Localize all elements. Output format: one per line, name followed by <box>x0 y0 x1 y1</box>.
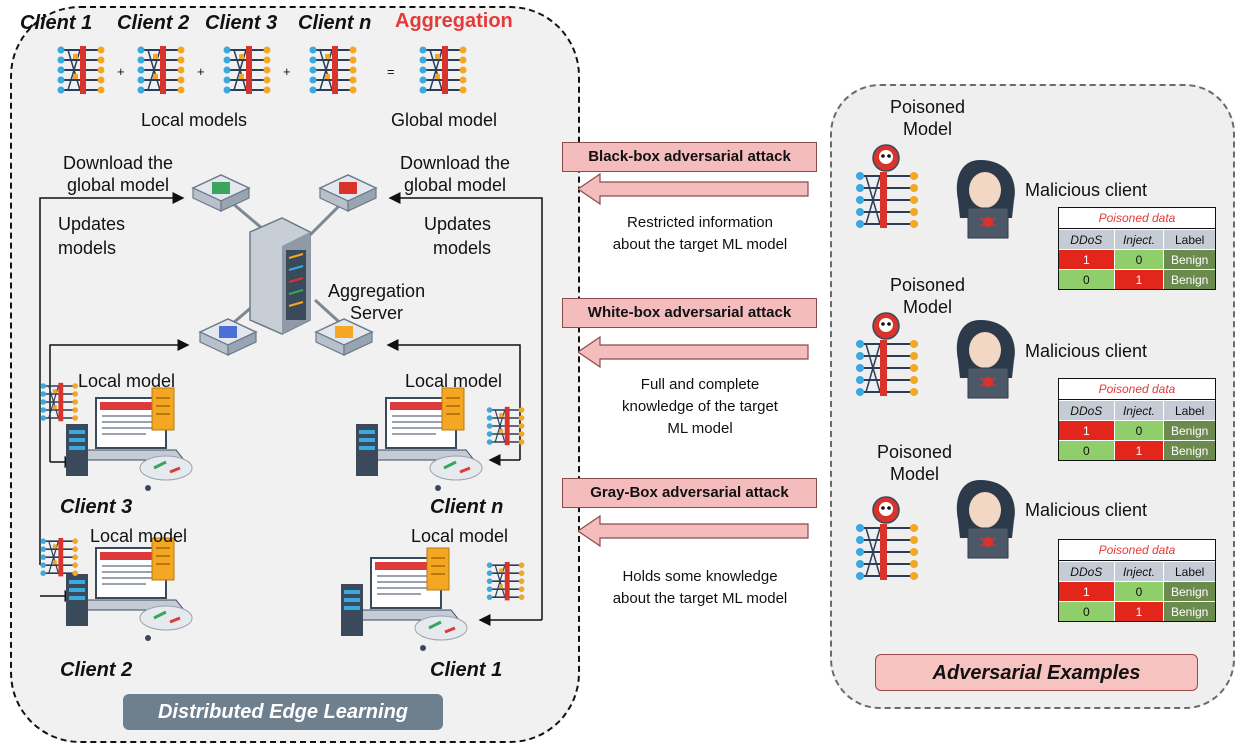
plus-sign-1: + <box>117 64 125 79</box>
server-topology <box>39 174 543 626</box>
cell: Benign <box>1164 581 1215 601</box>
aggregation-header: Aggregation <box>395 10 513 32</box>
cell: 1 <box>1114 601 1165 621</box>
header-ddos: DDoS <box>1059 561 1115 581</box>
cell: 0 <box>1114 581 1165 601</box>
cell: 0 <box>1114 249 1165 269</box>
white-box-arrow <box>578 335 809 369</box>
white-box-attack-box: White-box adversarial attack <box>562 298 817 328</box>
header-client-1: Client 1 <box>20 12 93 34</box>
header-client-n: Client n <box>298 12 372 34</box>
cell: Benign <box>1164 440 1215 460</box>
header-client-3: Client 3 <box>205 12 278 34</box>
gray-box-arrow <box>578 514 809 548</box>
updates-models-right: Updates models <box>424 214 492 258</box>
cell: Benign <box>1164 420 1215 440</box>
cell: 1 <box>1114 440 1165 460</box>
cell: 0 <box>1114 420 1165 440</box>
local-model-label-bl: Local model <box>90 526 188 546</box>
poisoned-model-label-3: Poisoned Model <box>877 442 953 484</box>
cell: Benign <box>1164 249 1215 269</box>
header-client-2: Client 2 <box>117 12 190 34</box>
updates-models-left: Updates models <box>58 214 126 258</box>
local-model-label-tr: Local model <box>405 371 503 391</box>
poisoned-models-figures <box>855 144 1016 581</box>
plus-sign-2: + <box>197 64 205 79</box>
equals-sign: = <box>387 64 395 79</box>
table-caption: Poisoned data <box>1059 540 1215 561</box>
aggregation-server-label: Aggregation Server <box>328 281 426 323</box>
cell: Benign <box>1164 269 1215 289</box>
cell: 0 <box>1059 269 1115 289</box>
header-inject: Inject. <box>1114 561 1165 581</box>
header-ddos: DDoS <box>1059 400 1115 420</box>
download-global-left: Download the global model <box>62 153 174 195</box>
header-ddos: DDoS <box>1059 229 1115 249</box>
white-box-desc: Full and complete knowledge of the targe… <box>622 376 778 437</box>
cell: 1 <box>1114 269 1165 289</box>
local-model-label-br: Local model <box>411 526 509 546</box>
poisoned-model-label-1: Poisoned Model <box>890 97 966 139</box>
client-2-label: Client 2 <box>60 659 133 681</box>
malicious-client-label-3: Malicious client <box>1025 500 1148 520</box>
table-caption: Poisoned data <box>1059 379 1215 400</box>
global-model-label: Global model <box>391 110 498 130</box>
header-inject: Inject. <box>1114 229 1165 249</box>
header-label: Label <box>1164 229 1215 249</box>
client-n-label: Client n <box>430 496 504 518</box>
gray-box-desc: Holds some knowledge about the target ML… <box>612 568 788 607</box>
plus-sign-3: + <box>283 64 291 79</box>
gray-box-attack-box: Gray-Box adversarial attack <box>562 478 817 508</box>
cell: Benign <box>1164 601 1215 621</box>
client-3-label: Client 3 <box>60 496 133 518</box>
cell: 1 <box>1059 249 1115 269</box>
malicious-client-label-1: Malicious client <box>1025 180 1148 200</box>
header-label: Label <box>1164 400 1215 420</box>
black-box-arrow <box>578 172 809 206</box>
local-models-label: Local models <box>141 110 248 130</box>
local-model-label-tl: Local model <box>78 371 176 391</box>
cell: 1 <box>1059 581 1115 601</box>
table-caption: Poisoned data <box>1059 208 1215 229</box>
black-box-attack-box: Black-box adversarial attack <box>562 142 817 172</box>
client-1-label: Client 1 <box>430 659 503 681</box>
black-box-desc: Restricted information about the target … <box>612 214 788 253</box>
cell: 1 <box>1059 420 1115 440</box>
malicious-client-label-2: Malicious client <box>1025 341 1148 361</box>
header-inject: Inject. <box>1114 400 1165 420</box>
client-workstations <box>39 381 526 653</box>
download-global-right: Download the global model <box>399 153 511 195</box>
model-sum-row <box>56 45 468 95</box>
distributed-edge-learning-badge: Distributed Edge Learning <box>123 694 443 730</box>
adversarial-examples-badge: Adversarial Examples <box>875 654 1198 691</box>
poisoned-model-label-2: Poisoned Model <box>890 275 966 317</box>
header-label: Label <box>1164 561 1215 581</box>
cell: 0 <box>1059 601 1115 621</box>
cell: 0 <box>1059 440 1115 460</box>
